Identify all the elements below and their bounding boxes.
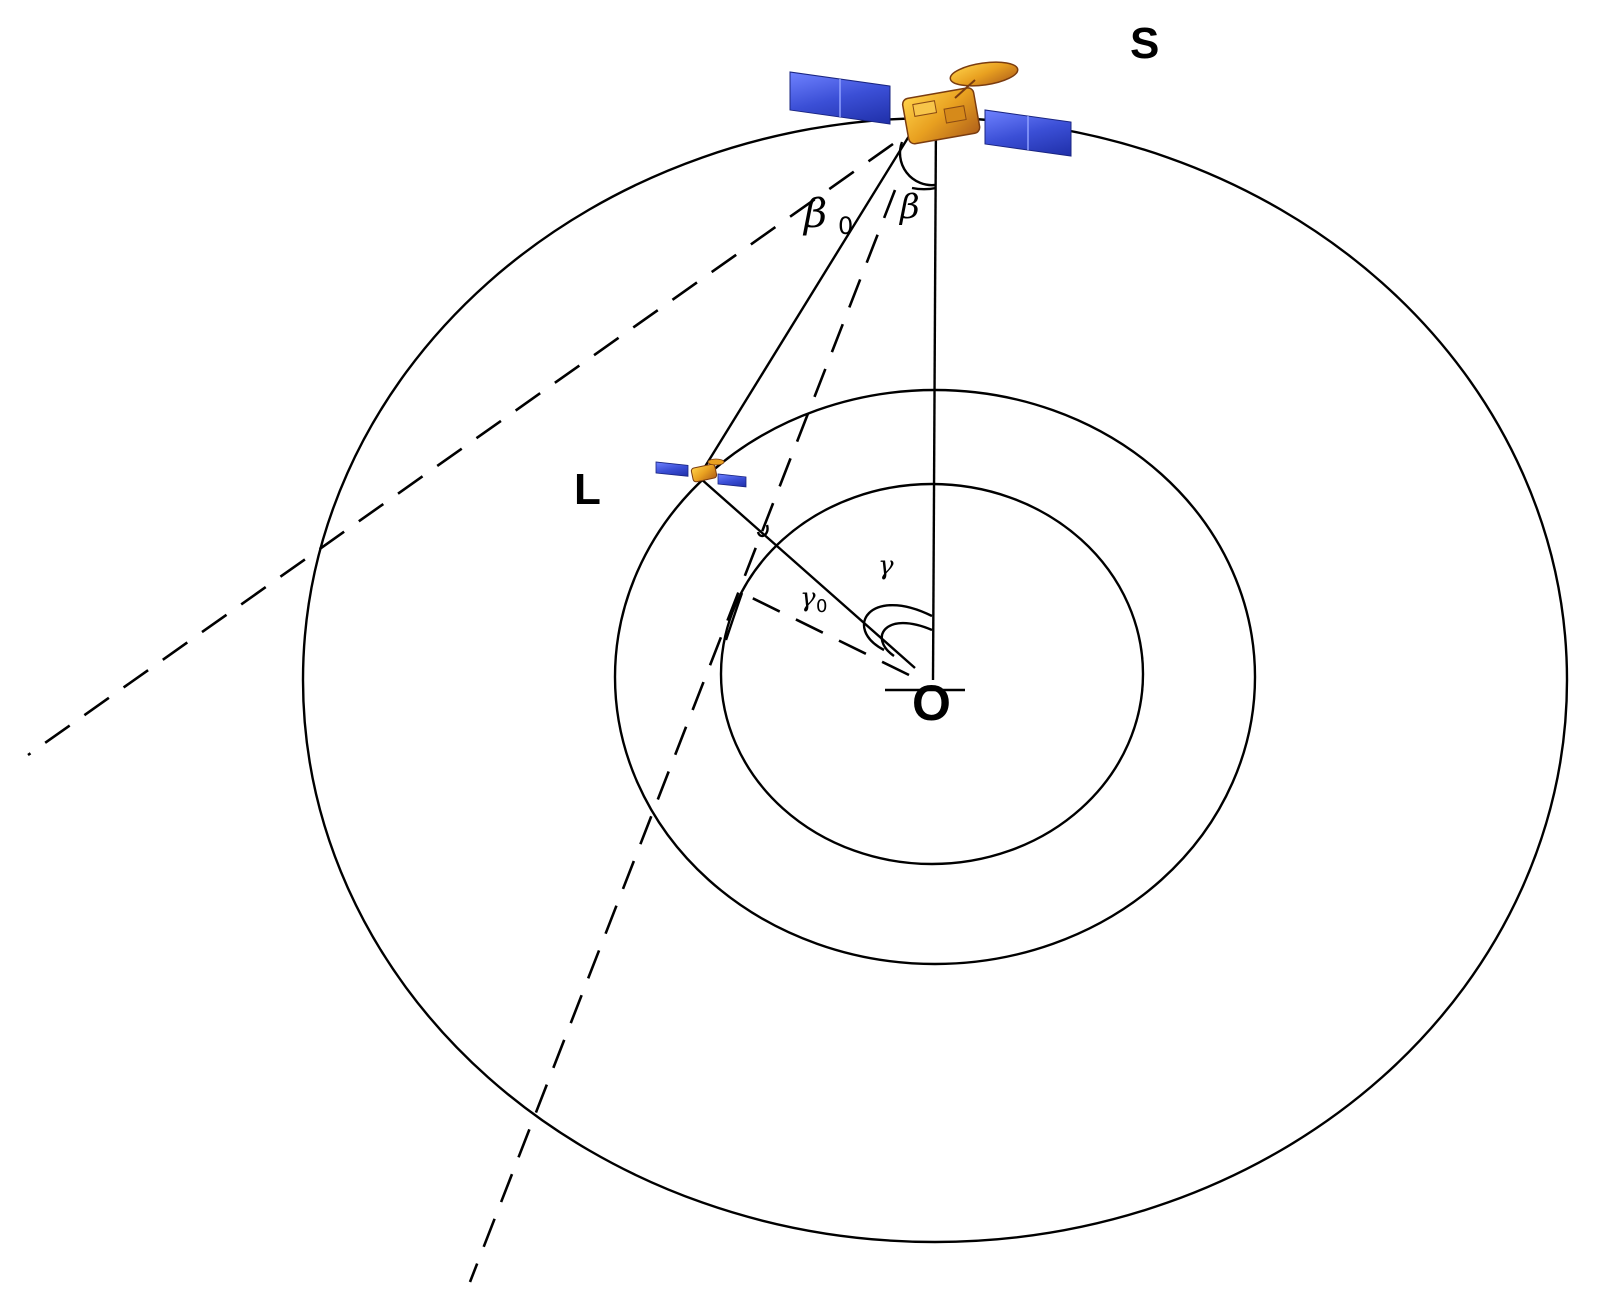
label-satellite-s: S — [1130, 19, 1159, 68]
arc-gamma0 — [756, 524, 769, 538]
arc-beta — [911, 186, 937, 191]
arc-beta0 — [898, 141, 936, 187]
satellite-l-icon — [655, 458, 747, 488]
label-beta: β — [898, 187, 920, 227]
line-s-to-l — [696, 114, 924, 479]
arc-gamma — [862, 603, 933, 652]
dashed-line-s-extended — [468, 189, 897, 1283]
label-gamma0: γ — [800, 583, 816, 613]
dashed-line-s-tangent — [27, 142, 894, 757]
satellite-s-icon — [789, 61, 1072, 157]
inner-orbit — [719, 482, 1145, 866]
label-satellite-l: L — [574, 465, 601, 514]
dashed-line-o-tangent — [741, 591, 910, 677]
label-beta0-subscript: 0 — [838, 212, 853, 240]
label-gamma0-subscript: 0 — [816, 596, 827, 617]
arc-gamma-inner — [880, 621, 933, 657]
label-gamma: γ — [878, 551, 894, 581]
label-beta0: β — [802, 191, 827, 237]
tangent-arc-l — [724, 592, 744, 641]
line-l-to-o — [699, 477, 916, 669]
label-center-o: O — [912, 675, 951, 731]
line-s-to-o — [931, 114, 938, 681]
